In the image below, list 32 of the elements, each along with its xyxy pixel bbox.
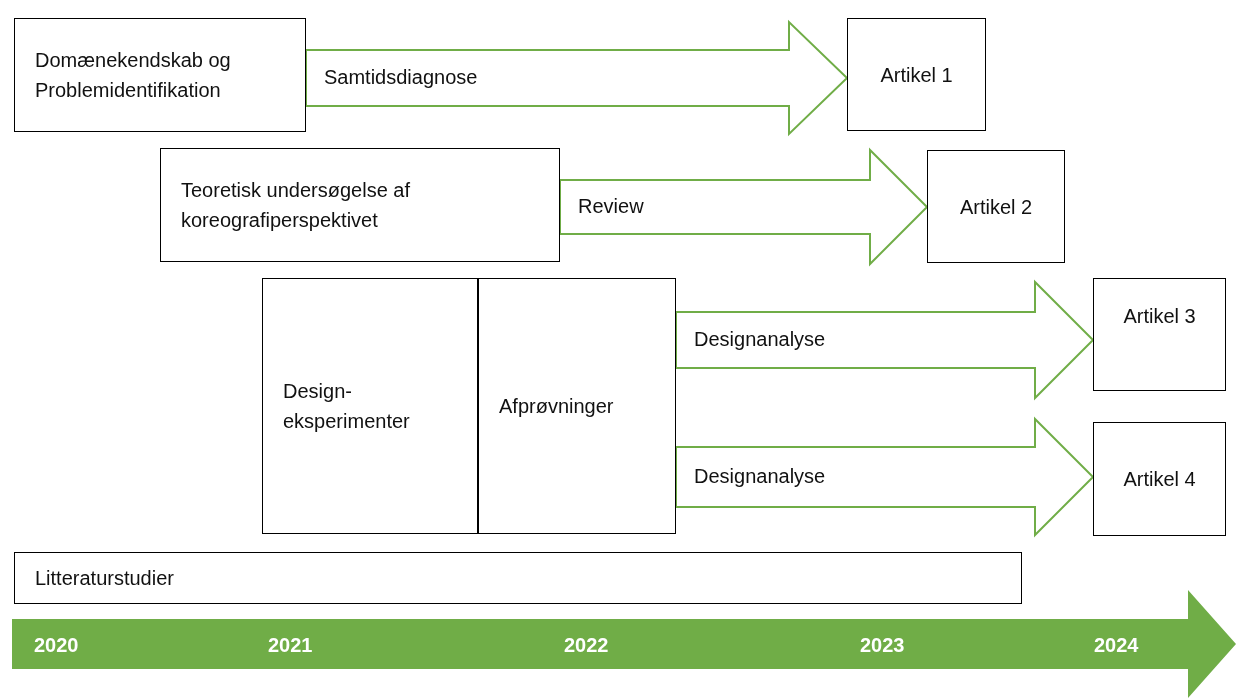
edge-label: Review <box>578 195 644 218</box>
year-label: 2024 <box>1094 634 1139 657</box>
process-box <box>927 150 1065 263</box>
block-arrow <box>305 19 849 137</box>
box-label: Artikel 3 <box>1123 304 1196 329</box>
process-box <box>262 278 478 534</box>
box-label: Design-eksperimenter <box>283 379 411 434</box>
process-box <box>160 148 560 262</box>
year-label: 2021 <box>268 634 313 657</box>
box-label: Artikel 2 <box>959 194 1033 220</box>
block-arrow <box>559 147 929 267</box>
edge-label: Designanalyse <box>694 328 826 351</box>
edge-label: Designanalyse <box>694 465 826 488</box>
box-label: Teoretisk undersøgelse af koreografiperspektivet <box>181 178 411 233</box>
year-label: 2022 <box>564 634 609 657</box>
process-box <box>14 18 306 132</box>
process-box <box>14 552 1022 604</box>
year-label: 2023 <box>860 634 905 657</box>
box-label: Domænekendskab og Problemidentifikation <box>35 48 232 103</box>
timeline-arrow <box>12 590 1236 699</box>
process-box <box>478 278 676 534</box>
box-label: Afprøvninger <box>499 394 614 419</box>
process-box <box>847 18 986 131</box>
box-label: Litteraturstudier <box>35 566 174 591</box>
box-label: Artikel 4 <box>1123 467 1196 492</box>
year-label: 2020 <box>34 634 79 657</box>
box-label: Artikel 1 <box>880 62 953 88</box>
edge-label: Samtidsdiagnose <box>324 66 478 89</box>
process-box <box>1093 278 1226 391</box>
block-arrow <box>675 279 1095 401</box>
block-arrow <box>675 416 1095 538</box>
process-box <box>1093 422 1226 536</box>
